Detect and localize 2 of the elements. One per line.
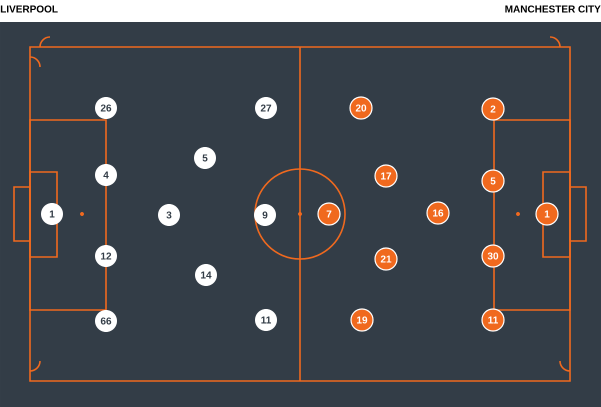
team-name: MANCHESTER CITY [505,5,601,13]
team-name: LIVERPOOL [0,5,58,13]
